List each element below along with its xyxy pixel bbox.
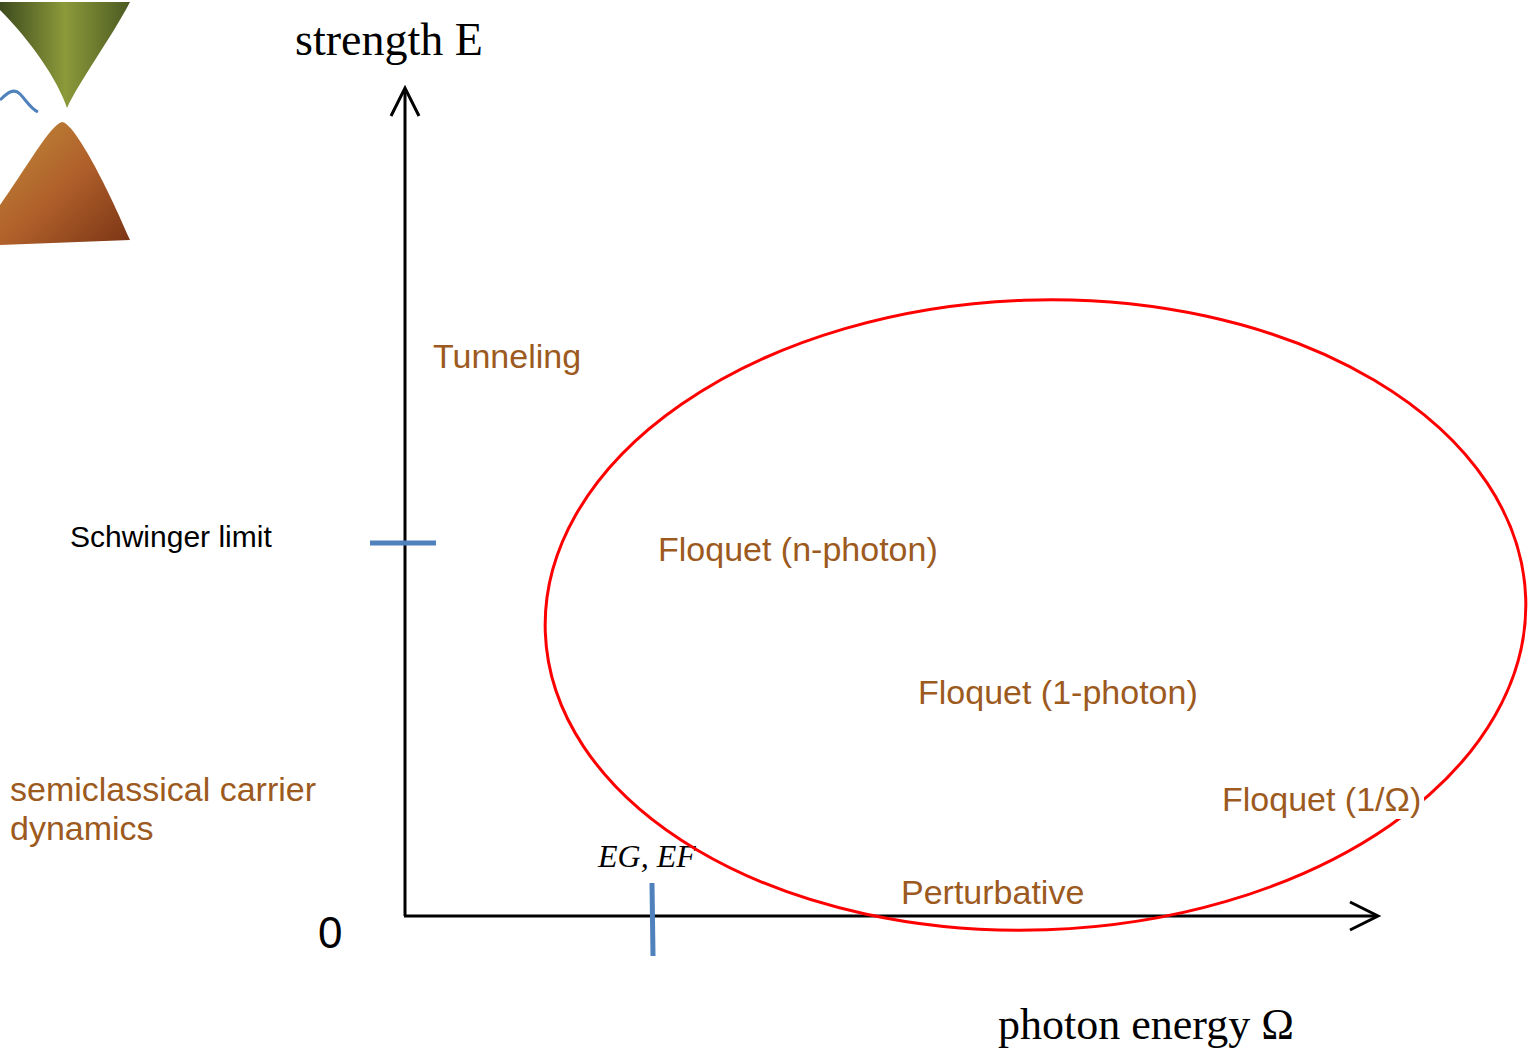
gap-tick [652, 883, 653, 956]
region-label: Tunneling [433, 337, 581, 376]
axis-title: photon energy Ω [998, 1000, 1294, 1051]
valence-cone [0, 122, 130, 245]
limit-label: Schwinger limit [70, 520, 272, 555]
regime-ellipse: Floquet (n-photon) Floquet (1-photon) Floq… [543, 298, 1528, 932]
y-arrowhead [391, 88, 419, 116]
origin-label: 0 [318, 908, 342, 959]
tick-label: EG, EF [598, 838, 696, 875]
y-axis [404, 92, 407, 916]
region-label: semiclassical carrier dynamics [10, 770, 390, 848]
ellipse-outline [543, 298, 1528, 932]
regime-label: Floquet (1-photon) [915, 673, 1201, 712]
x-axis [404, 915, 1376, 918]
photon-wave [0, 91, 38, 112]
x-arrowhead [1350, 902, 1378, 930]
regime-label: Floquet (1/Ω) [1219, 780, 1424, 819]
schwinger-tick [370, 541, 436, 546]
regime-label: Perturbative [898, 873, 1087, 912]
axis-title: strength E [295, 14, 483, 67]
regime-label: Floquet (n-photon) [655, 530, 941, 569]
